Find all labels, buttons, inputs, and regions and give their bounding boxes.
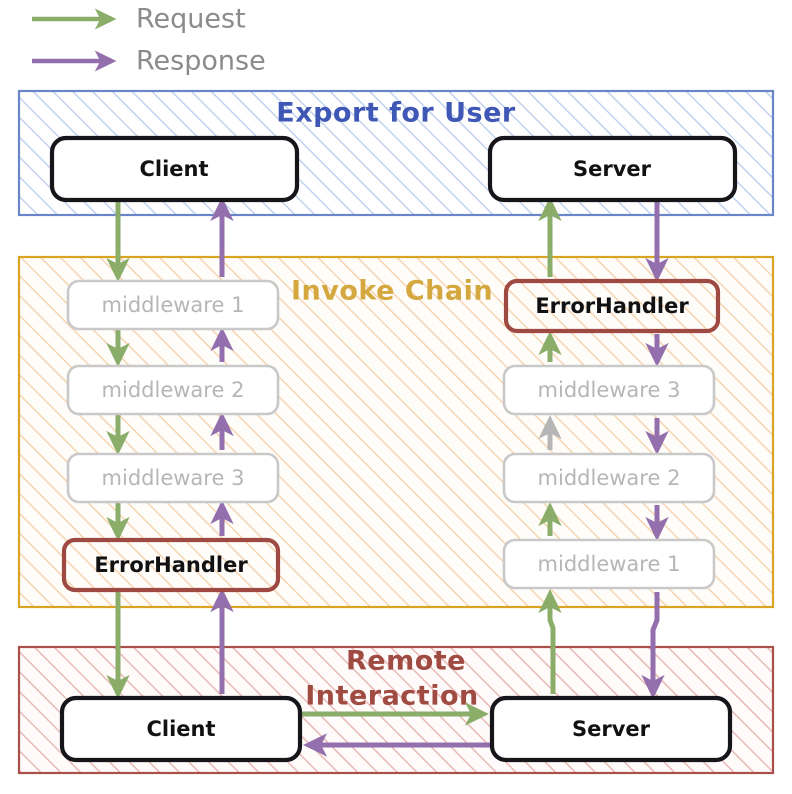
node-label: Server [572,717,651,741]
node-middleware-right-3[interactable]: middleware 3 [502,364,716,416]
node-box[interactable] [66,452,280,504]
node-middleware-left-2[interactable]: middleware 2 [66,364,280,416]
legend-label-request: Request [136,4,246,35]
group-title-invoke-chain: Invoke Chain [291,276,493,307]
node-errorhandler-left[interactable]: ErrorHandler [61,537,281,593]
node-server-top[interactable]: Server [487,135,738,203]
group-title-export-for-user: Export for User [276,98,516,129]
legend: Request Response [32,4,266,77]
node-label: Client [139,157,208,181]
node-box[interactable] [59,695,303,763]
nodes-layer: Client Server middleware 1 middleware 2 … [49,135,738,763]
legend-label-response: Response [136,46,266,77]
node-label: middleware 3 [538,378,681,402]
node-label: middleware 2 [102,378,245,402]
node-box[interactable] [49,135,300,203]
node-errorhandler-right[interactable]: ErrorHandler [503,278,721,334]
node-box[interactable] [502,364,716,416]
node-box[interactable] [487,135,738,203]
group-title-remote-interaction-line2: Interaction [305,681,478,712]
node-middleware-left-3[interactable]: middleware 3 [66,452,280,504]
node-label: middleware 2 [538,466,681,490]
legend-item-request: Request [32,4,246,35]
node-box[interactable] [489,695,733,763]
group-title-remote-interaction-line1: Remote [346,646,466,677]
node-server-bottom[interactable]: Server [489,695,733,763]
node-middleware-right-2[interactable]: middleware 2 [502,452,716,504]
node-label: Client [146,717,215,741]
legend-item-response: Response [32,46,266,77]
node-label: ErrorHandler [94,553,248,577]
edge-res-mwr1-to-server-bottom [641,592,665,699]
node-middleware-right-1[interactable]: middleware 1 [502,538,716,590]
node-label: middleware 3 [102,466,245,490]
node-client-top[interactable]: Client [49,135,300,203]
node-label: middleware 1 [538,552,681,576]
node-client-bottom[interactable]: Client [59,695,303,763]
node-middleware-left-1[interactable]: middleware 1 [66,279,280,331]
node-label: ErrorHandler [535,294,689,318]
edge-req-server-bottom-to-mwr1 [538,589,562,694]
node-label: Server [573,157,652,181]
node-box[interactable] [502,452,716,504]
node-box[interactable] [66,364,280,416]
node-box[interactable] [502,538,716,590]
node-label: middleware 1 [102,293,245,317]
node-box[interactable] [66,279,280,331]
node-box[interactable] [503,278,721,334]
node-box[interactable] [61,537,281,593]
